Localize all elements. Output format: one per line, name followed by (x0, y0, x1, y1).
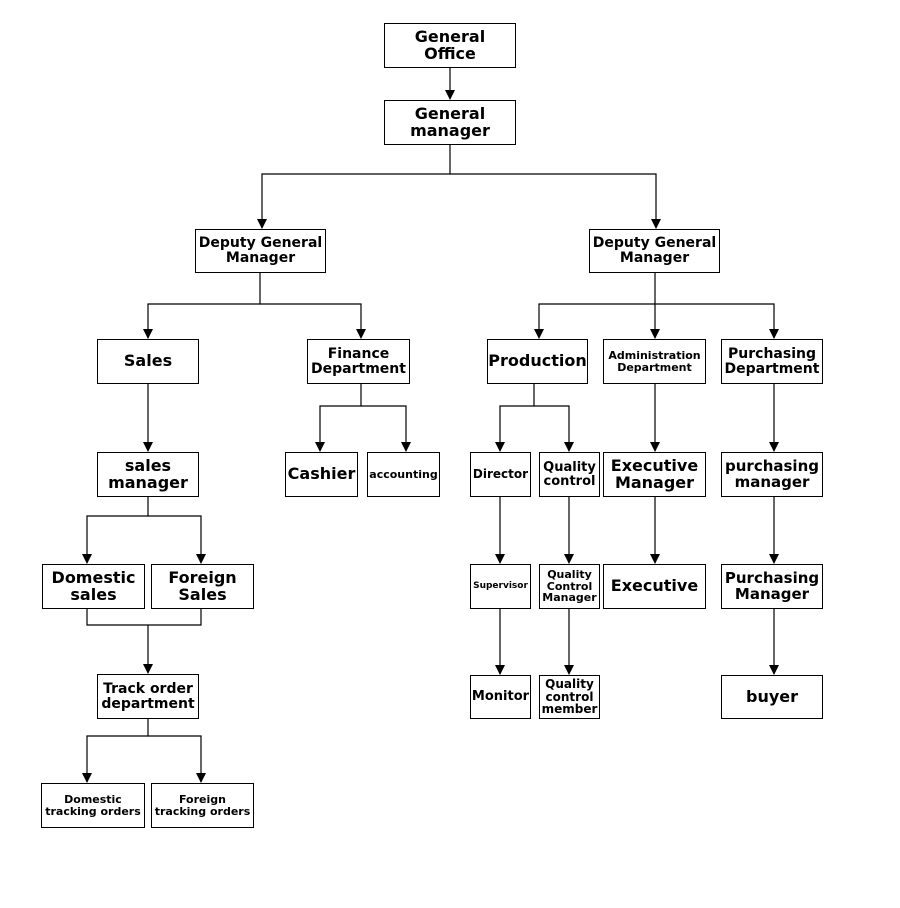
purchasing-manager-upper-box: Purchasing Manager (721, 564, 823, 609)
foreign-tracking-orders-box: Foreign tracking orders (151, 783, 254, 828)
quality-control-manager-box: Quality Control Manager (539, 564, 600, 609)
director-box: Director (470, 452, 531, 497)
buyer-box: buyer (721, 675, 823, 719)
track-order-department-box: Track order department (97, 674, 199, 719)
accounting-box: accounting (367, 452, 440, 497)
sales-manager-box: sales manager (97, 452, 199, 497)
connector (315, 383, 362, 452)
connector (495, 383, 535, 452)
sales-box: Sales (97, 339, 199, 384)
supervisor-box: Supervisor (470, 564, 531, 609)
deputy-general-manager-left-box: Deputy General Manager (195, 229, 326, 273)
connector (260, 303, 366, 339)
monitor-box: Monitor (470, 675, 531, 719)
general-manager-box: General manager (384, 100, 516, 145)
connector (450, 173, 661, 229)
domestic-sales-box: Domestic sales (42, 564, 145, 609)
connector (534, 272, 656, 339)
production-box: Production (487, 339, 588, 384)
connector (148, 735, 206, 783)
connector (86, 608, 202, 626)
quality-control-member-box: Quality control member (539, 675, 600, 719)
cashier-box: Cashier (285, 452, 358, 497)
connector (148, 515, 206, 564)
administration-department-box: Administration Department (603, 339, 706, 384)
general-office-box: General Office (384, 23, 516, 68)
connector (361, 405, 411, 452)
quality-control-box: Quality control (539, 452, 600, 497)
domestic-tracking-orders-box: Domestic tracking orders (41, 783, 145, 828)
connector (82, 718, 149, 783)
connector (257, 144, 451, 229)
connector (534, 405, 574, 452)
purchasing-department-box: Purchasing Department (721, 339, 823, 384)
executive-manager-box: Executive Manager (603, 452, 706, 497)
purchasing-manager-lower-box: purchasing manager (721, 452, 823, 497)
executive-box: Executive (603, 564, 706, 609)
foreign-sales-box: Foreign Sales (151, 564, 254, 609)
finance-department-box: Finance Department (307, 339, 410, 384)
deputy-general-manager-right-box: Deputy General Manager (589, 229, 720, 273)
connector (82, 496, 149, 564)
connector (143, 272, 261, 339)
connector (655, 303, 779, 339)
